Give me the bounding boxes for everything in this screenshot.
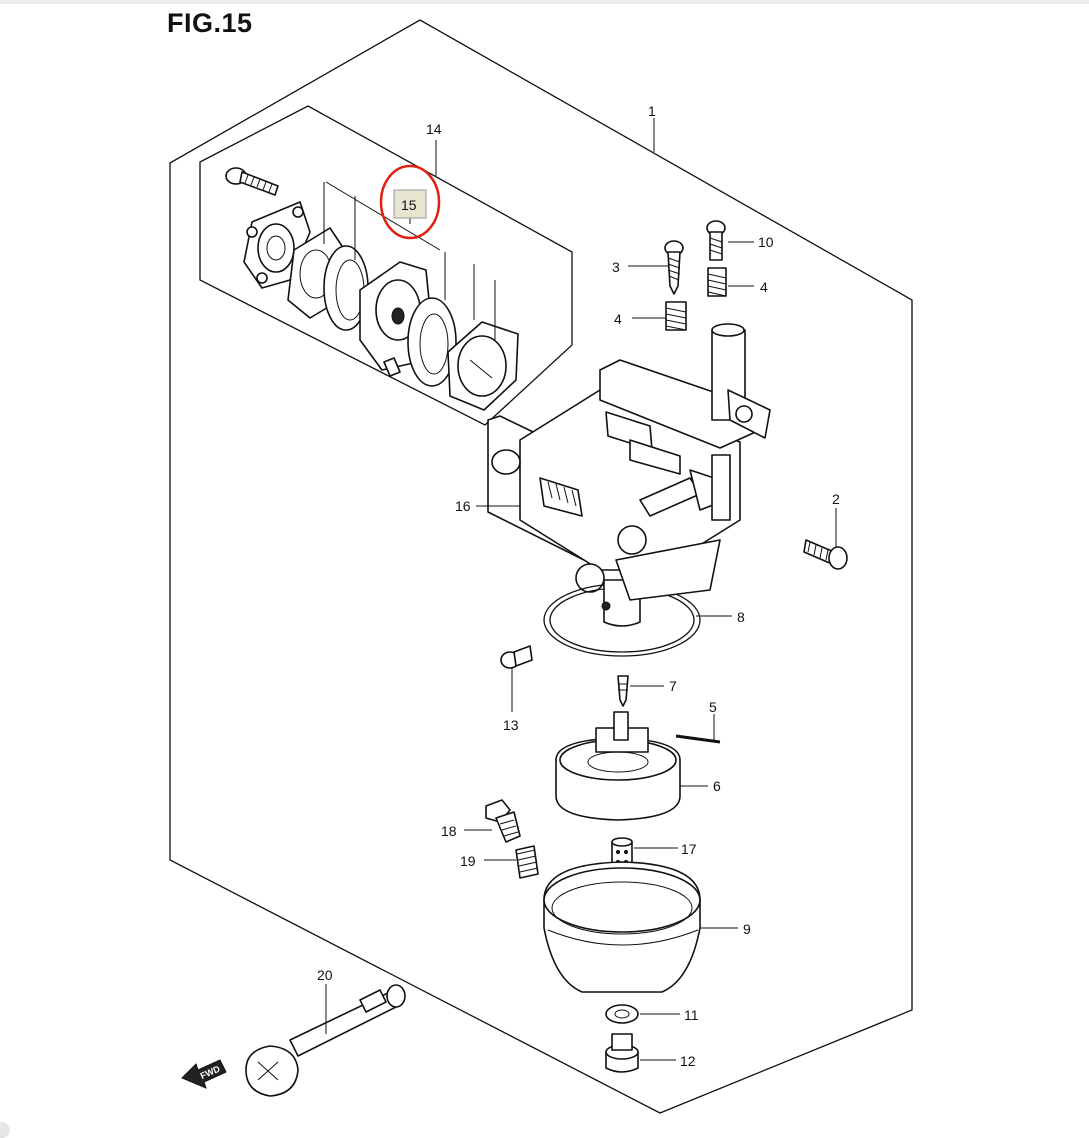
screw-2 [803, 539, 848, 570]
callout-10: 10 [758, 234, 774, 250]
callout-3: 3 [612, 259, 620, 275]
highlight-circle [379, 164, 441, 240]
callout-12: 12 [680, 1053, 696, 1069]
spring-19 [515, 845, 539, 879]
spring-4-right [707, 267, 727, 297]
callout-7: 7 [669, 678, 677, 694]
callout-4-left: 4 [614, 311, 622, 327]
float-6 [555, 711, 681, 821]
callout-6: 6 [713, 778, 721, 794]
fwd-arrow-icon: FWD [181, 1059, 227, 1089]
screw-3 [664, 240, 684, 295]
callout-4-right: 4 [760, 279, 768, 295]
callout-8: 8 [737, 609, 745, 625]
assembly-frame [169, 19, 913, 1114]
figure-title: FIG.15 [167, 8, 253, 38]
kit-back-plate [447, 321, 519, 411]
corner-indicator [0, 1122, 10, 1138]
callout-1: 1 [648, 103, 656, 119]
bolt-12 [605, 1033, 639, 1073]
callout-11: 11 [684, 1007, 699, 1023]
subkit-frame [199, 105, 573, 426]
callout-tag-15 [393, 189, 427, 219]
carburetor-body [487, 323, 771, 593]
needle-valve-7 [617, 675, 629, 707]
washer-11 [605, 1004, 639, 1024]
spring-4-left [665, 301, 687, 331]
top-bar [0, 0, 1089, 4]
screw-13 [500, 645, 533, 669]
callout-14: 14 [426, 121, 442, 137]
callout-9: 9 [743, 921, 751, 937]
callout-17: 17 [681, 841, 697, 857]
pin-5 [675, 734, 721, 744]
callout-5: 5 [709, 699, 717, 715]
callout-18: 18 [441, 823, 457, 839]
float-bowl-gasket [543, 539, 721, 657]
kit-gasket-2 [407, 297, 457, 387]
callout-20: 20 [317, 967, 333, 983]
callout-13: 13 [503, 717, 519, 733]
float-bowl-9 [543, 861, 701, 993]
bolt-18 [485, 799, 521, 843]
callout-16: 16 [455, 498, 471, 514]
callout-2: 2 [832, 491, 840, 507]
screw-10 [706, 220, 726, 261]
callout-15: 15 [401, 197, 417, 213]
callout-19: 19 [460, 853, 476, 869]
choke-knob-20 [245, 984, 406, 1097]
kit-screw [225, 167, 279, 196]
